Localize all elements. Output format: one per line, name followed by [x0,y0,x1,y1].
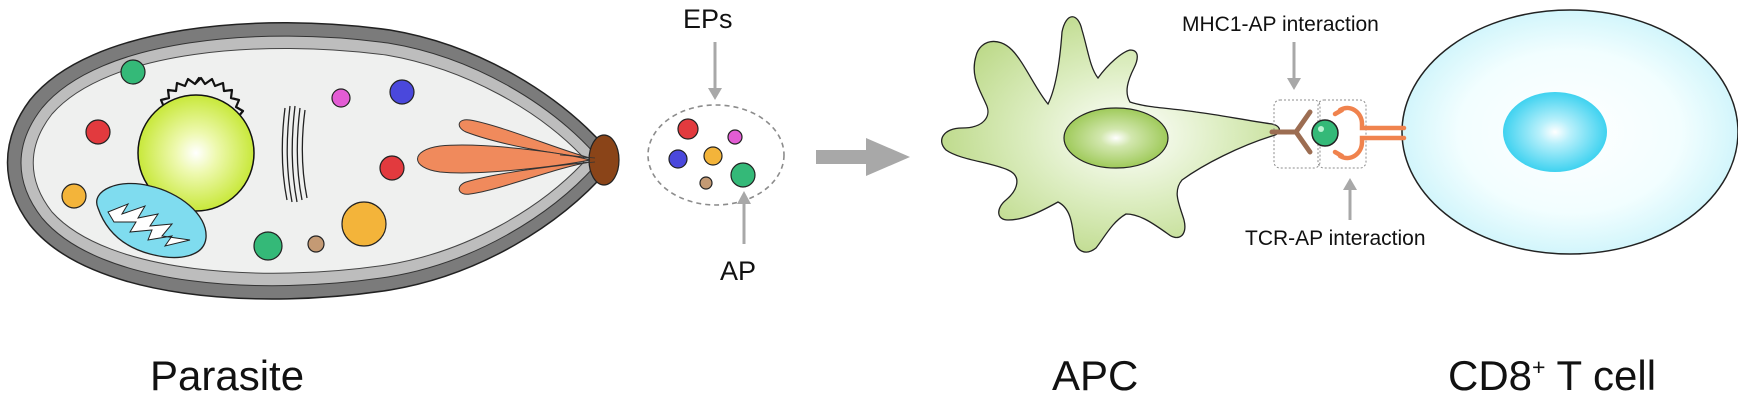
mhc1-ap-box [1273,99,1321,169]
arrow-tcr [1343,178,1357,190]
parasite-cell [6,22,620,300]
tcr-ap-label: TCR-AP interaction [1245,227,1426,250]
rhoptry-ducts [559,154,596,166]
t-cell [1401,9,1738,255]
process-arrow [816,138,910,176]
presented-antigen-peptide [1311,119,1339,147]
mitochondrion [96,182,207,259]
immune-synapse [1269,42,1407,220]
apc-cell [941,16,1281,253]
cd8-superscript: + [1532,354,1546,380]
golgi-apparatus [281,105,308,203]
antigen-peptide [730,162,756,188]
t-cell-nucleus [1503,92,1607,172]
eps-label: EPs [683,4,733,34]
parasite-label: Parasite [150,352,305,399]
parasite-granules [61,59,415,261]
mhc1-ap-label: MHC1-AP interaction [1182,13,1379,36]
cd8-suffix: T cell [1545,352,1657,399]
mhc1-receptor [1269,109,1313,155]
arrow-eps [708,88,722,100]
tcr-ap-box [1317,99,1367,169]
ep-vesicle [647,104,785,206]
rhoptries [417,119,591,195]
apical-cap [588,134,620,186]
cd8-prefix: CD8 [1448,352,1533,399]
apc-label: APC [1052,352,1139,399]
ap-label: AP [720,256,757,286]
arrow-mhc1 [1287,78,1301,90]
ep-cluster [647,42,785,244]
arrow-ap [737,191,751,204]
apc-nucleus [1063,107,1169,169]
cd8-t-cell-label: CD8+ T cell [1448,352,1656,400]
ep-granules [668,118,756,190]
tcr-receptor [1332,105,1407,161]
